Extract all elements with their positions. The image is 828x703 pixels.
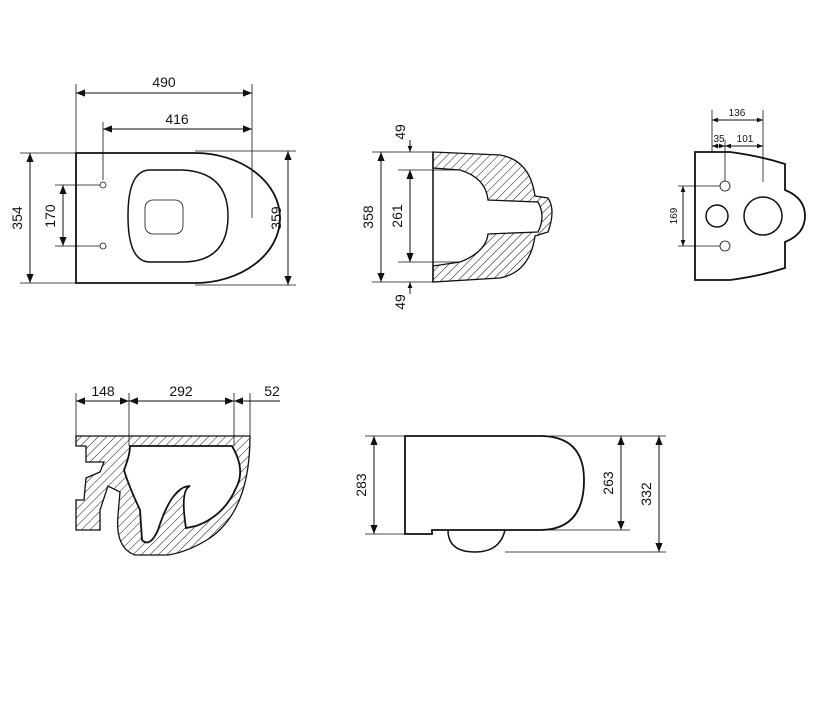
dim-52: 52 — [264, 383, 280, 399]
seat-opening — [127, 169, 229, 263]
dim-170: 170 — [42, 204, 58, 228]
section-outline — [432, 151, 553, 283]
dim-263: 263 — [600, 471, 616, 495]
side-view: 283 263 332 — [353, 435, 666, 553]
dim-136: 136 — [729, 108, 746, 119]
section-view: 358 261 49 49 — [360, 124, 553, 310]
inlet-pipe — [705, 204, 729, 228]
rear-outline — [694, 151, 806, 281]
rear-view: 136 35 101 169 — [669, 108, 806, 281]
side-view-bowl-bottom — [447, 529, 506, 553]
outlet-pipe — [743, 196, 783, 236]
side-section-inner — [123, 445, 242, 544]
dim-35: 35 — [713, 134, 725, 145]
top-view-outline — [75, 152, 281, 284]
dim-101: 101 — [737, 134, 754, 145]
dim-292: 292 — [169, 383, 193, 399]
dim-358: 358 — [360, 205, 376, 229]
top-view: 490 416 354 170 359 — [9, 74, 296, 286]
dim-169: 169 — [669, 207, 680, 224]
dim-332: 332 — [638, 482, 654, 506]
dim-261: 261 — [389, 204, 405, 228]
side-view-outline — [404, 435, 585, 535]
flush-outlet — [144, 199, 184, 235]
dim-354: 354 — [9, 206, 25, 230]
dim-359: 359 — [268, 206, 284, 230]
side-section-view: 148 292 52 — [75, 383, 280, 556]
dim-283: 283 — [353, 473, 369, 497]
dim-490: 490 — [152, 74, 176, 90]
dim-49-top: 49 — [392, 124, 408, 140]
dim-416: 416 — [165, 111, 189, 127]
dim-49-bottom: 49 — [392, 294, 408, 310]
dim-148: 148 — [91, 383, 115, 399]
